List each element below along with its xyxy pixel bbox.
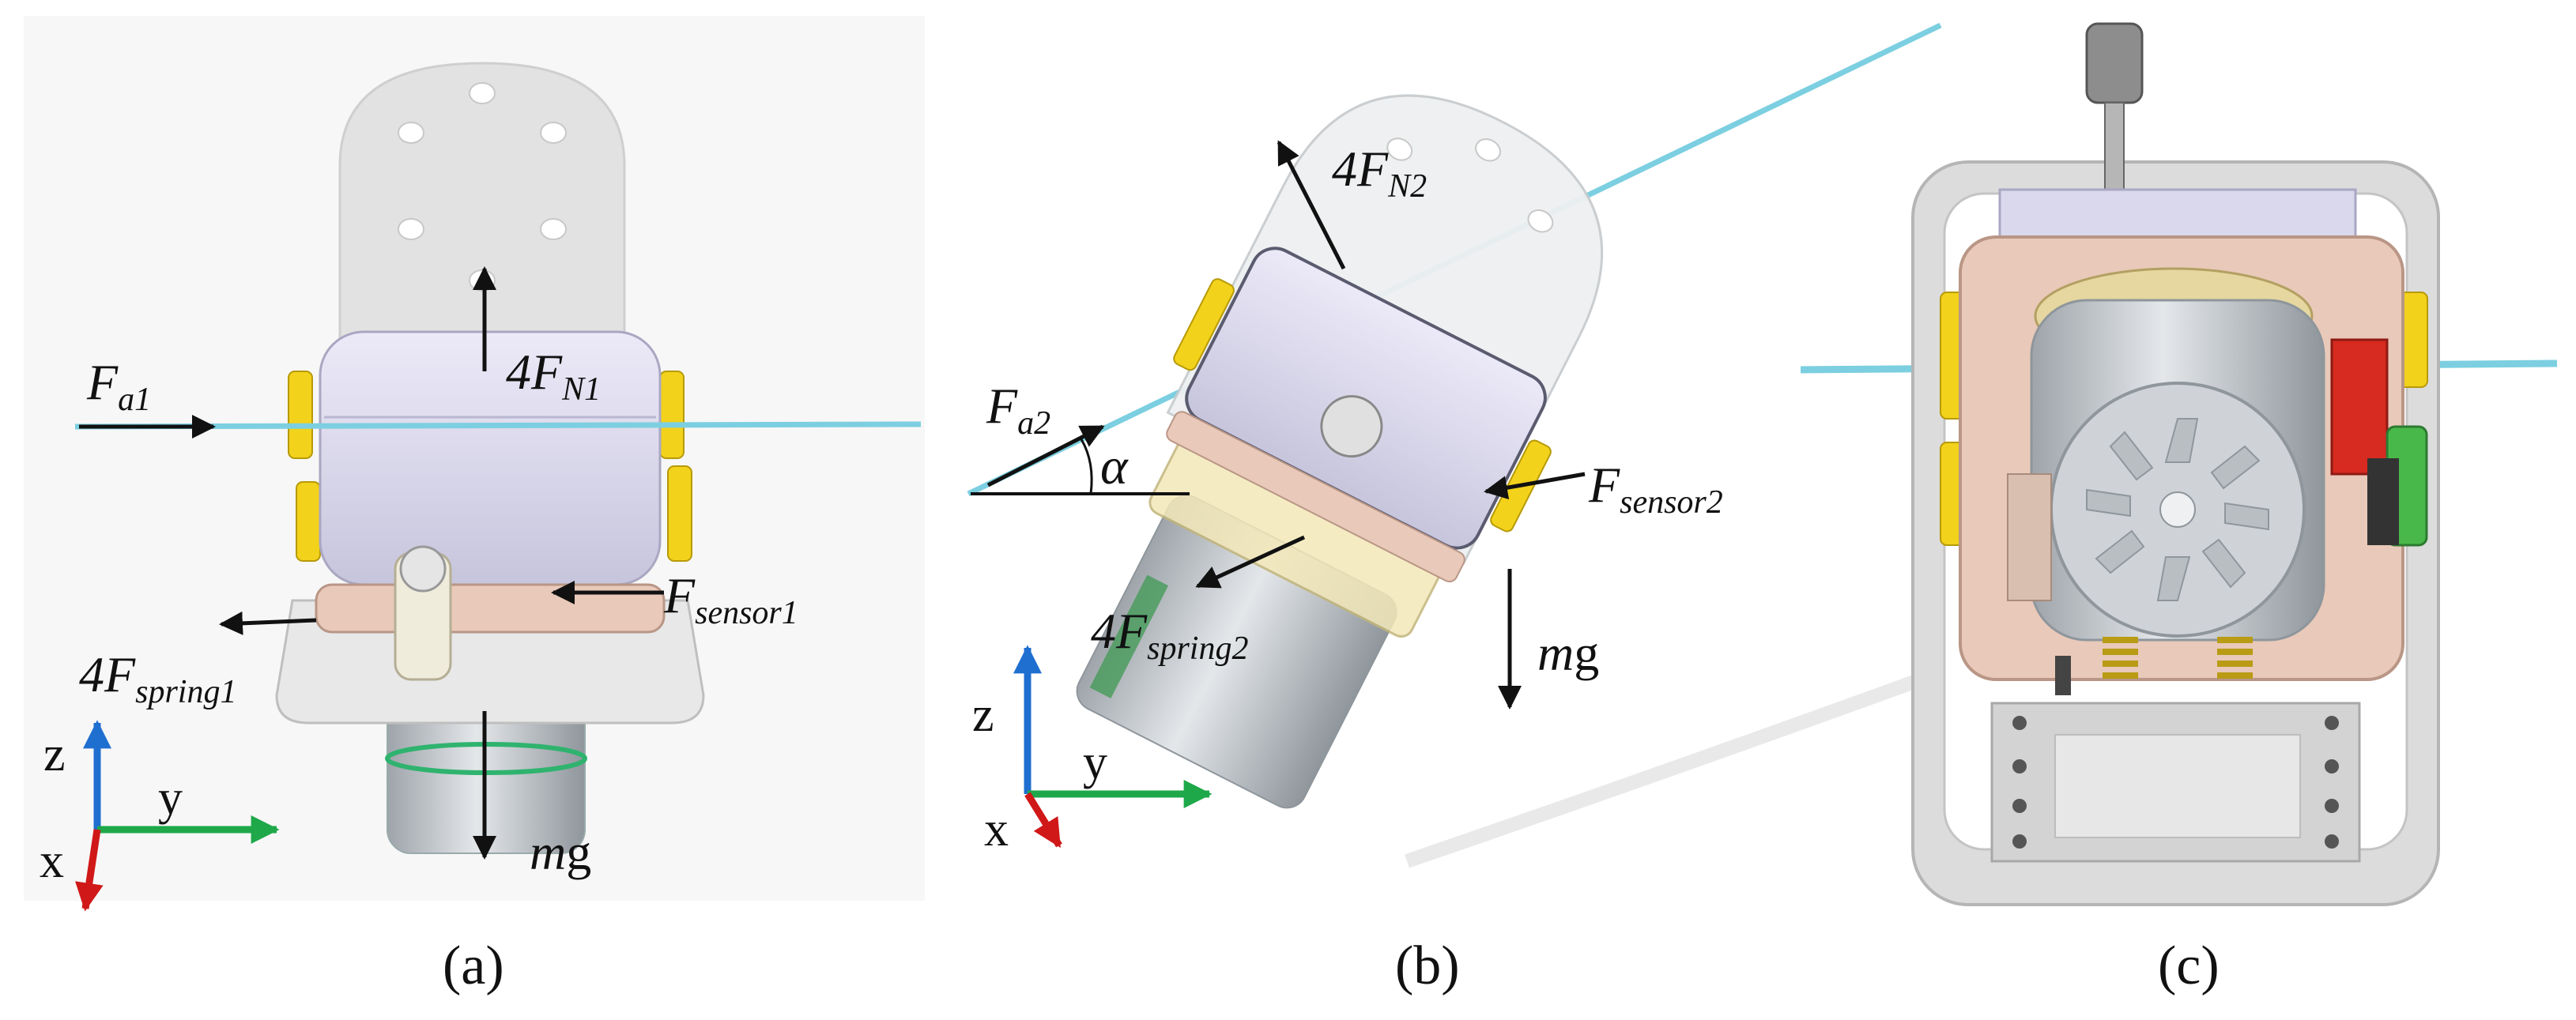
panel-b-axis-x-label: x	[984, 803, 1009, 856]
panel-b-axes: z y x	[972, 645, 1213, 856]
panel-a-axes: z y x	[40, 720, 280, 912]
panel-b-axis-x	[1024, 792, 1062, 849]
panel-b-knob	[1320, 395, 1383, 458]
panel-b-fspring2-arrow	[1195, 535, 1306, 589]
panel-a-housing	[319, 330, 662, 586]
panel-a-weight-label: mg	[530, 824, 591, 880]
panel-a-fspring1-label: 4Fspring1	[79, 646, 236, 710]
panel-a-mounting-plate	[338, 62, 626, 389]
panel-a-axis-x-label: x	[40, 834, 64, 888]
panel-c: (c)	[1800, 22, 2558, 996]
panel-c-springs	[2103, 637, 2253, 679]
panel-c-red-block	[2330, 338, 2389, 476]
panel-c-bracket-holes	[2012, 716, 2339, 849]
panel-a-fa1-label: Fa1	[86, 354, 151, 418]
panel-a: Fa1 4FN1 Fsensor1 4Fspring1 mg z y x (a)	[24, 16, 925, 996]
panel-a-cable	[74, 421, 922, 430]
panel-b-caption: (b)	[1395, 935, 1460, 996]
panel-a-fn1-label: 4FN1	[506, 344, 601, 408]
panel-b-angle-label: α	[1100, 438, 1129, 495]
panel-a-axis-z-label: z	[43, 728, 66, 781]
panel-b-axis-z-label: z	[972, 688, 994, 742]
panel-b-weight-label: mg	[1537, 625, 1599, 681]
panel-a-yellow-clips	[288, 371, 692, 562]
panel-b-fsensor2-arrow	[1484, 472, 1586, 500]
panel-b-angle-arc	[1080, 438, 1093, 495]
panel-b-fn2-label: 4FN2	[1332, 141, 1427, 205]
panel-b-fa2-arrow	[986, 424, 1105, 487]
panel-a-fspring1-arrow	[219, 611, 317, 635]
panel-b-fspring2-label: 4Fspring2	[1091, 603, 1248, 667]
panel-b-fn2-arrow	[1277, 140, 1346, 270]
panel-c-adjust-screw	[2085, 22, 2144, 104]
panel-c-caption: (c)	[2158, 935, 2220, 996]
panel-a-caption: (a)	[443, 935, 504, 996]
panel-a-axis-y-label: y	[158, 771, 183, 825]
panel-b-copper-plate	[1166, 411, 1465, 583]
panel-b-axis-y-label: y	[1083, 736, 1107, 789]
panel-b-device	[1076, 94, 1603, 809]
panel-a-axis-x	[75, 829, 104, 912]
panel-b-fa2-label: Fa2	[986, 378, 1050, 442]
panel-b-fsensor2-label: Fsensor2	[1588, 457, 1723, 521]
panel-a-fsensor1-label: Fsensor1	[663, 567, 798, 631]
panel-b: 4FN2 Fa2 α Fsensor2 4Fspring2 mg z y x (…	[967, 22, 1942, 996]
